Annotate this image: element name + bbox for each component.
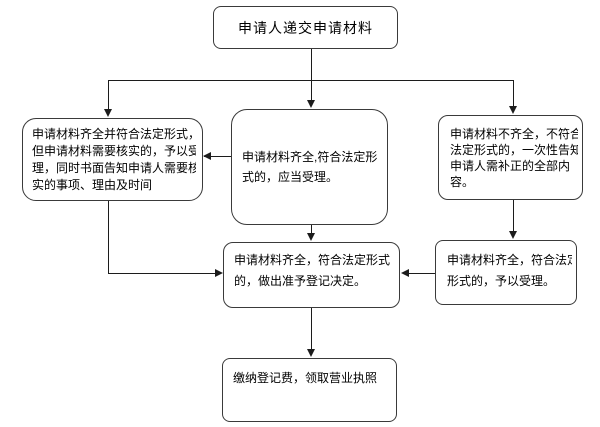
connector-supplement-to-grant-line bbox=[513, 200, 514, 232]
connector-submit-down-line bbox=[311, 49, 312, 101]
connector-branch-to-supplement-line bbox=[513, 80, 514, 107]
node-text-line: 申请材料齐全并符合法定形式， bbox=[32, 126, 196, 141]
node-text-line: 形式的，予以受理。 bbox=[447, 274, 556, 288]
node-text-line: 式的，应当受理。 bbox=[242, 170, 339, 184]
node-pay-fee-get-license: 缴纳登记费，领取营业执照 bbox=[222, 358, 397, 422]
node-text-line: 容。 bbox=[450, 174, 475, 189]
node-text-line: 但申请材料需要核实的，予以受 bbox=[32, 143, 196, 158]
arrow-left-into-verify-icon bbox=[203, 152, 211, 160]
node-text-line: 实的事项、理由及时间 bbox=[32, 177, 153, 192]
node-text-line: 申请材料齐全,符合法定形 bbox=[242, 150, 378, 164]
arrow-right-into-decision-icon bbox=[215, 269, 223, 277]
node-text-line: 缴纳登记费，领取营业执照 bbox=[233, 371, 378, 385]
connector-verify-down-line bbox=[108, 201, 109, 273]
connector-grant-to-decision-line bbox=[408, 273, 435, 274]
node-registration-decision: 申请材料齐全，符合法定形式 的，做出准予登记决定。 bbox=[223, 242, 400, 308]
connector-accept-to-verify-line bbox=[204, 156, 231, 157]
node-text-line: 申请材料齐全，符合法定 bbox=[447, 253, 572, 267]
node-verify-needed: 申请材料齐全并符合法定形式， 但申请材料需要核实的，予以受 理，同时书面告知申请… bbox=[22, 118, 203, 201]
node-text-line: 申请人递交申请材料 bbox=[238, 19, 373, 36]
node-text-line: 申请人需补正的全部内 bbox=[450, 158, 571, 173]
node-text-line: 的，做出准予登记决定。 bbox=[234, 274, 367, 288]
arrow-down-into-grant-icon bbox=[509, 231, 517, 239]
node-accept-application: 申请材料齐全,符合法定形 式的，应当受理。 bbox=[231, 109, 388, 225]
connector-verify-to-decision-line bbox=[108, 273, 216, 274]
node-text-line: 申请材料不齐全，不符合 bbox=[450, 126, 578, 141]
arrow-down-into-decision-icon bbox=[307, 233, 315, 241]
node-text-line: 法定形式的，一次性告知 bbox=[450, 142, 578, 157]
node-text-line: 申请材料齐全，符合法定形式 bbox=[234, 253, 391, 267]
arrow-down-into-verify-icon bbox=[104, 109, 112, 117]
connector-branch-to-verify-line bbox=[108, 80, 109, 110]
node-incomplete-supplement: 申请材料不齐全，不符合 法定形式的，一次性告知 申请人需补正的全部内 容。 bbox=[438, 115, 583, 200]
arrow-down-into-supplement-icon bbox=[509, 106, 517, 114]
node-submit-materials: 申请人递交申请材料 bbox=[213, 6, 398, 49]
node-text-line: 理，同时书面告知申请人需要核 bbox=[32, 160, 196, 175]
connector-branch-horizontal-line bbox=[108, 80, 514, 81]
arrow-down-into-accept-icon bbox=[307, 100, 315, 108]
connector-decision-to-license-line bbox=[311, 308, 312, 350]
arrow-left-into-decision-icon bbox=[401, 269, 409, 277]
connector-accept-to-decision-line bbox=[311, 225, 312, 235]
arrow-down-into-license-icon bbox=[307, 349, 315, 357]
node-grant-acceptance: 申请材料齐全，符合法定 形式的，予以受理。 bbox=[435, 240, 577, 305]
